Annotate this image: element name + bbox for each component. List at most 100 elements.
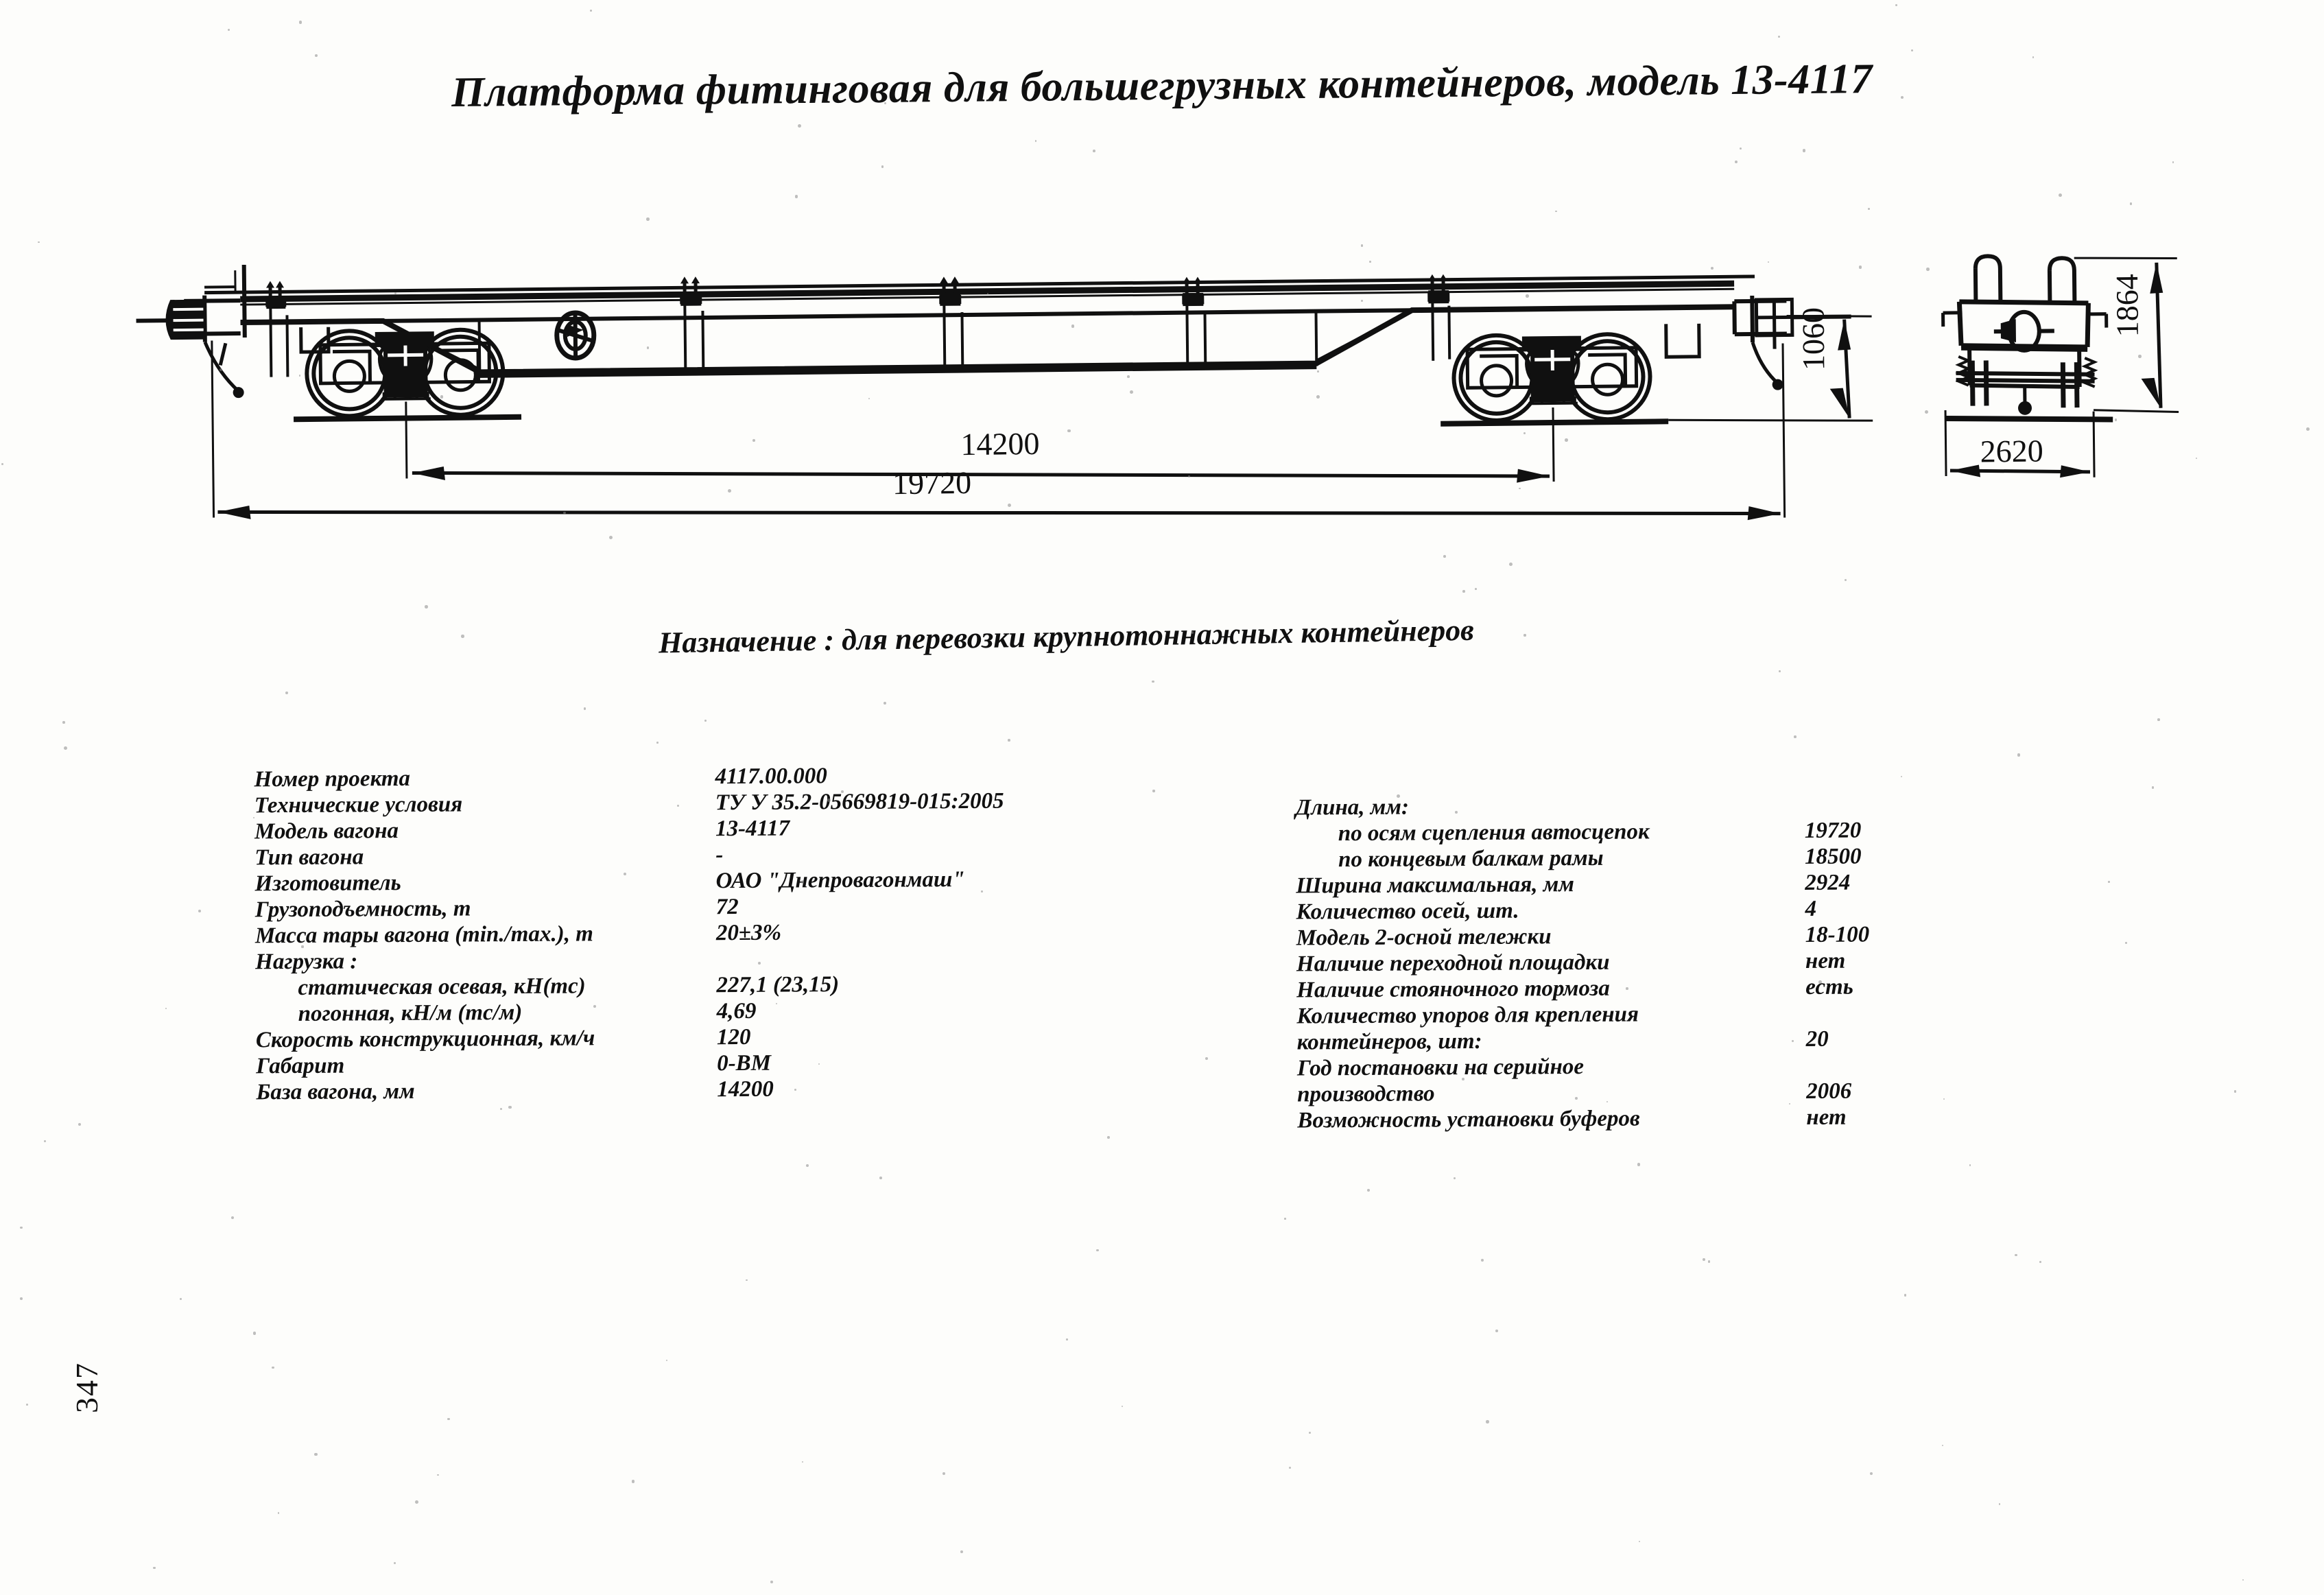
technical-drawing: 14200 19720 1060 2620 1864 — [0, 235, 2324, 588]
scan-speckle — [285, 691, 288, 695]
scan-speckle — [153, 1567, 156, 1570]
scan-speckle — [883, 701, 886, 705]
scan-speckle — [590, 10, 593, 12]
spec-label: по осям сцепления автосцепок — [1338, 819, 1650, 847]
scan-speckle — [62, 721, 66, 724]
scan-speckle — [1191, 631, 1194, 634]
scan-speckle — [1480, 1017, 1482, 1020]
spec-row: Модель вагона 13-4117 — [254, 816, 1004, 848]
scan-speckle — [794, 1089, 796, 1091]
spec-value: 13-4117 — [715, 816, 790, 842]
scan-speckle — [20, 1226, 23, 1229]
scan-speckle — [440, 395, 443, 399]
scan-speckle — [394, 292, 397, 295]
spec-value: нет — [1805, 948, 1846, 974]
spec-label: Тип вагона — [254, 844, 364, 871]
spec-label: Технические условия — [254, 792, 463, 818]
scan-speckle — [1739, 147, 1742, 150]
scan-speckle — [1096, 1249, 1099, 1252]
dimension-label-end-height: 1864 — [2109, 274, 2145, 338]
scan-speckle — [272, 1366, 274, 1369]
spec-value: 4,69 — [716, 998, 757, 1024]
dimension-label-wheelbase: 14200 — [960, 426, 1040, 462]
scan-speckle — [25, 1404, 28, 1406]
scan-speckle — [593, 1004, 597, 1008]
scan-speckle — [868, 398, 870, 400]
scan-speckle — [1443, 554, 1446, 558]
scan-speckle — [63, 746, 67, 750]
scan-speckle — [1485, 1420, 1489, 1423]
scan-speckle — [818, 1063, 820, 1065]
spec-label: статическая осевая, кН(тс) — [298, 973, 586, 1000]
spec-value: 2924 — [1805, 870, 1851, 896]
scan-speckle — [980, 890, 983, 893]
scan-speckle — [508, 1106, 512, 1109]
scan-speckle — [2172, 161, 2174, 163]
scan-speckle — [393, 1561, 396, 1564]
spec-label: Модель вагона — [254, 818, 399, 844]
scan-speckle — [1802, 148, 1806, 152]
scan-speckle — [1818, 980, 1822, 984]
spec-value: 4 — [1805, 896, 1817, 922]
scan-speckle — [1205, 1056, 1209, 1060]
scan-speckle — [1574, 1096, 1578, 1100]
scan-speckle — [677, 805, 680, 807]
scan-speckle — [424, 605, 428, 609]
scan-speckle — [563, 512, 566, 515]
scan-speckle — [1895, 3, 1898, 6]
spec-row: Количество осей, шт.4 — [1296, 896, 1869, 928]
scan-speckle — [1637, 1163, 1641, 1167]
scan-speckle — [1475, 588, 1477, 590]
scan-speckle — [1565, 438, 1568, 442]
scan-speckle — [2151, 786, 2155, 789]
spec-label: Наличие стояночного тормоза — [1296, 976, 1610, 1003]
spec-value: 72 — [715, 895, 739, 920]
scan-speckle — [1036, 635, 1041, 639]
scan-speckle — [1071, 324, 1075, 329]
scan-speckle — [1008, 504, 1012, 508]
scan-speckle — [1779, 670, 1781, 672]
scan-speckle — [1480, 1258, 1484, 1262]
scan-speckle — [801, 880, 805, 884]
dimension-label-deck-height: 1060 — [1795, 307, 1831, 371]
scan-speckle — [881, 165, 884, 168]
spec-label: Грузоподъемность, т — [254, 896, 471, 923]
scan-speckle — [801, 1461, 803, 1463]
scan-speckle — [1066, 1338, 1069, 1340]
dimension-label-overall-length: 19720 — [892, 465, 972, 501]
scan-speckle — [1707, 1260, 1711, 1263]
scan-speckle — [1509, 563, 1513, 567]
spec-value — [709, 947, 1005, 976]
scan-speckle — [2115, 418, 2118, 421]
spec-label: Масса тары вагона (min./max.), т — [254, 921, 593, 949]
spec-value: 18500 — [1804, 844, 1862, 870]
scan-speckle — [1900, 96, 1904, 99]
scan-speckle — [219, 368, 222, 372]
scan-speckle — [798, 124, 802, 128]
scan-speckle — [1869, 1472, 1873, 1476]
scan-speckle — [631, 1480, 635, 1483]
scan-speckle — [665, 1359, 667, 1361]
spec-row: погонная, кН/м (тс/м)4,69 — [256, 998, 1006, 1030]
scan-speckle — [1107, 1136, 1111, 1139]
scan-speckle — [1789, 1103, 1791, 1105]
scan-speckle — [1462, 1077, 1465, 1081]
scan-speckle — [1130, 390, 1133, 394]
spec-value: 120 — [716, 1024, 751, 1050]
scan-speckle — [1943, 1098, 1945, 1100]
scan-speckle — [1121, 1406, 1123, 1408]
scan-speckle — [1606, 1100, 1609, 1103]
scan-speckle — [1316, 370, 1319, 373]
spec-label: Модель 2-осной тележки — [1296, 924, 1552, 951]
spec-value — [1777, 794, 1869, 820]
scan-speckle — [1360, 244, 1363, 247]
scan-speckle — [794, 195, 798, 198]
scan-speckle — [2157, 718, 2160, 721]
